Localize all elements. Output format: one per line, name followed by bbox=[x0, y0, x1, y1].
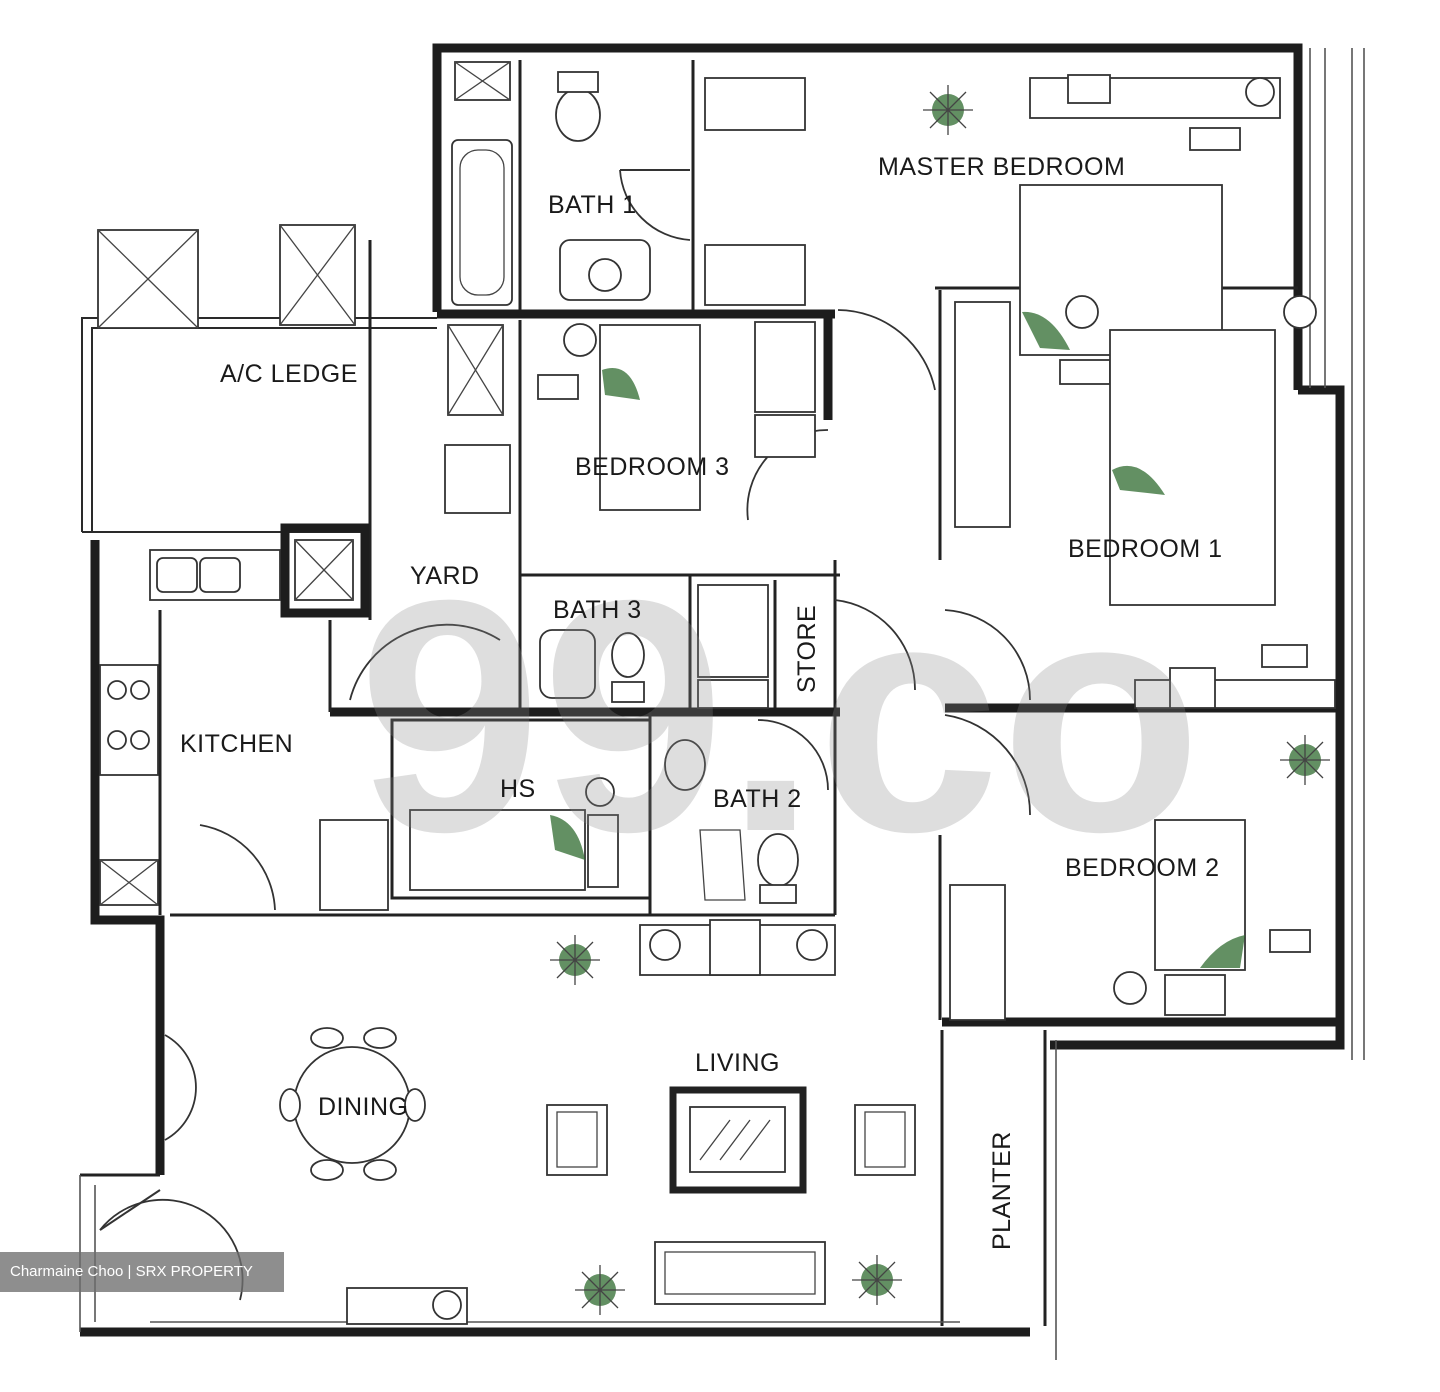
plant-icon bbox=[852, 1255, 902, 1305]
label-bedroom-3: BEDROOM 3 bbox=[575, 453, 730, 481]
label-planter: PLANTER bbox=[988, 1131, 1016, 1250]
label-store: STORE bbox=[793, 605, 821, 693]
label-yard: YARD bbox=[410, 562, 480, 590]
watermark: 99.co bbox=[358, 531, 1202, 900]
label-dining: DINING bbox=[318, 1093, 409, 1121]
label-master-bedroom: MASTER BEDROOM bbox=[878, 153, 1125, 181]
label-kitchen: KITCHEN bbox=[180, 730, 293, 758]
label-bath-1: BATH 1 bbox=[548, 191, 637, 219]
label-bath-2: BATH 2 bbox=[713, 785, 802, 813]
external-walls bbox=[79, 43, 1365, 1360]
label-ac-ledge: A/C LEDGE bbox=[220, 360, 358, 388]
plant-icon bbox=[923, 85, 973, 135]
photo-credit: Charmaine Choo | SRX PROPERTY bbox=[0, 1252, 284, 1292]
room-labels: MASTER BEDROOM BATH 1 A/C LEDGE BEDROOM … bbox=[180, 153, 1223, 1250]
plant-decorations bbox=[550, 85, 1330, 1315]
label-living: LIVING bbox=[695, 1049, 780, 1077]
plant-icon bbox=[1280, 735, 1330, 785]
plant-icon bbox=[550, 935, 600, 985]
label-bath-3: BATH 3 bbox=[553, 596, 642, 624]
label-hs: HS bbox=[500, 775, 536, 803]
plant-icon bbox=[575, 1265, 625, 1315]
fixtures bbox=[97, 61, 1336, 1325]
label-bedroom-2: BEDROOM 2 bbox=[1065, 854, 1220, 882]
label-bedroom-1: BEDROOM 1 bbox=[1068, 535, 1223, 563]
